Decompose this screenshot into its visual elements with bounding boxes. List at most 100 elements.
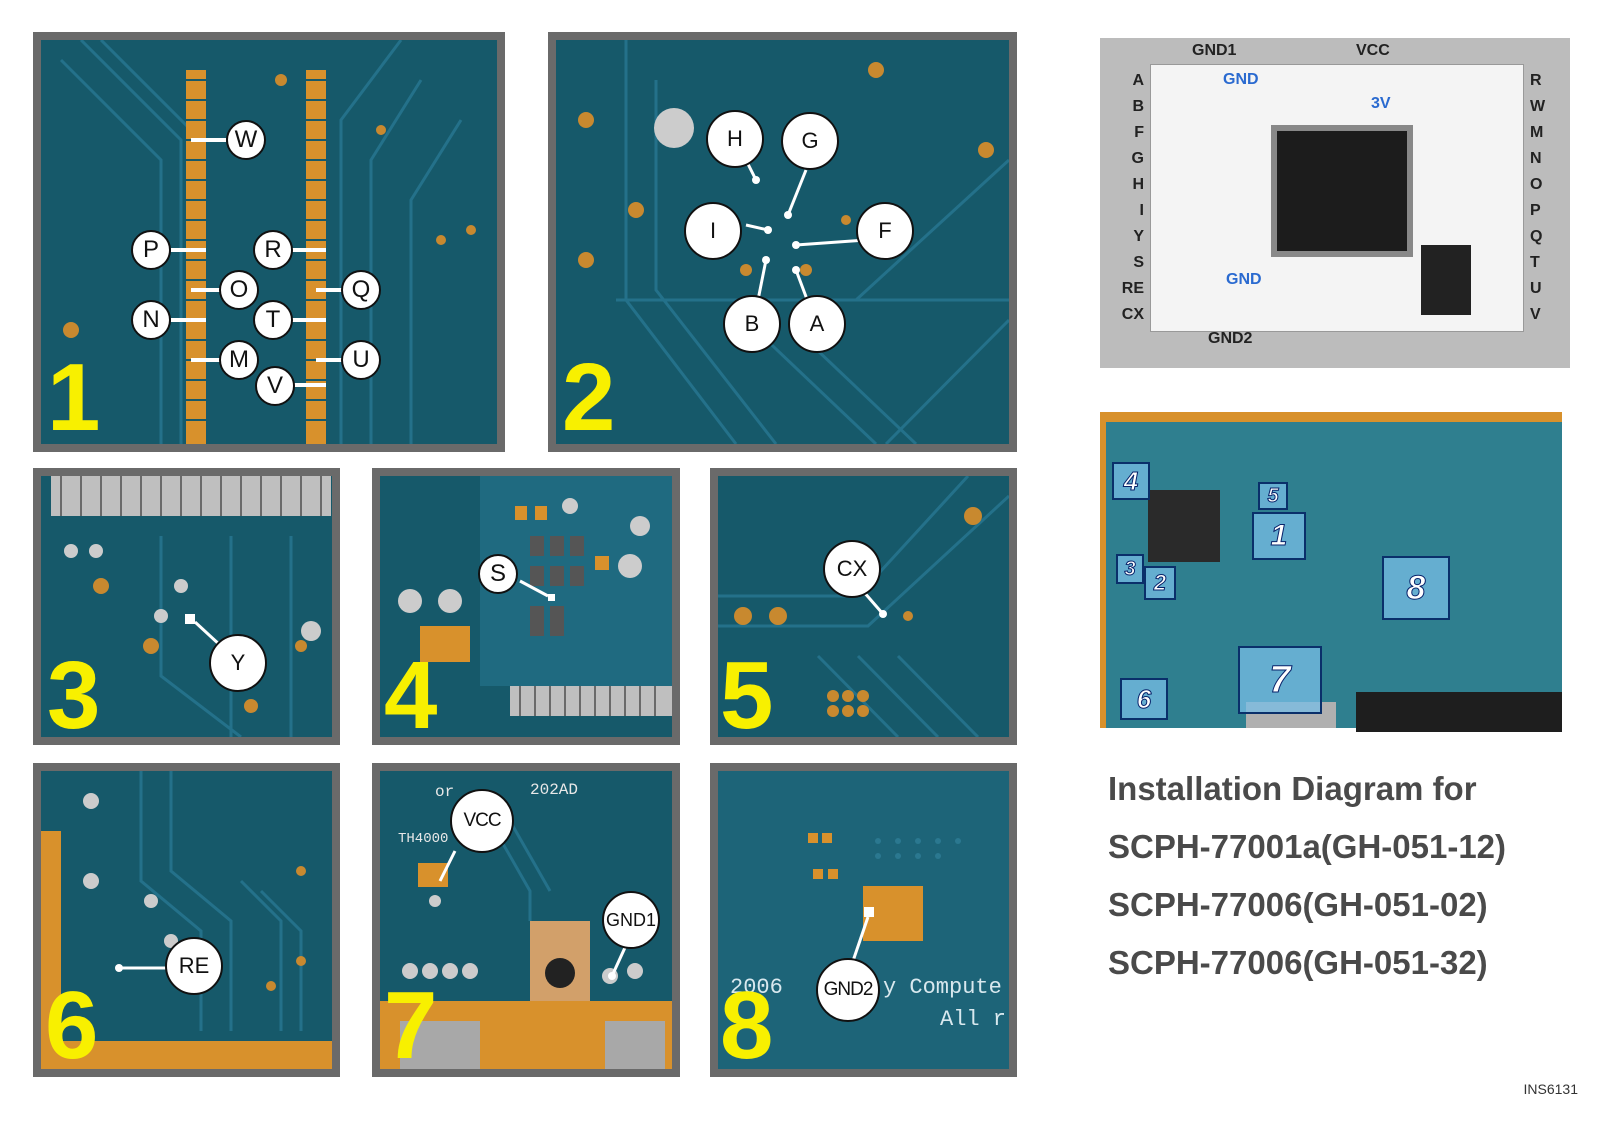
module-left-pins: A B F G H I Y S RE CX bbox=[1118, 68, 1144, 328]
point-label-b: B bbox=[723, 295, 781, 353]
pcb-closeup-3: Y bbox=[41, 476, 332, 737]
panel-2: H G I F B A 2 bbox=[548, 32, 1017, 452]
pcb-traces-5 bbox=[718, 476, 1009, 737]
pin-a: A bbox=[1132, 72, 1144, 89]
pcb-traces-3 bbox=[51, 476, 331, 737]
panel-6: RE 6 bbox=[33, 763, 340, 1077]
pin-h: H bbox=[1132, 176, 1144, 193]
title-line-4: SCPH-77006(GH-051-32) bbox=[1108, 944, 1488, 981]
board-mark-2: 2 bbox=[1144, 566, 1176, 600]
main-chip bbox=[1148, 490, 1220, 562]
module-print-gnd: GND bbox=[1223, 71, 1259, 88]
point-label-g: G bbox=[781, 112, 839, 170]
silk-all-r: All r bbox=[940, 1007, 1007, 1032]
pin-i: I bbox=[1139, 202, 1144, 219]
panel-number: 1 bbox=[47, 344, 101, 451]
panel-number: 5 bbox=[720, 642, 774, 749]
pcb-traces-2 bbox=[578, 40, 1009, 444]
pcb-closeup-2: H G I F B A bbox=[556, 40, 1009, 444]
point-label-vcc: VCC bbox=[450, 789, 514, 853]
module-right-pins: R W M N O P Q T U V bbox=[1530, 68, 1556, 328]
board-mark-4: 4 bbox=[1112, 462, 1150, 500]
point-label-gnd1: GND1 bbox=[602, 891, 660, 949]
board-mark-3: 3 bbox=[1116, 554, 1144, 584]
silk-th4000: TH4000 bbox=[398, 831, 449, 847]
panel-number: 6 bbox=[45, 972, 99, 1079]
pcb-traces-6 bbox=[41, 771, 332, 1069]
pin-f: F bbox=[1134, 124, 1144, 141]
motherboard-overview: 4 5 1 3 2 8 6 7 bbox=[1100, 412, 1562, 732]
pcb-traces-7 bbox=[380, 820, 672, 1069]
pin-re: RE bbox=[1121, 280, 1144, 297]
pin-g: G bbox=[1131, 150, 1144, 167]
pin-s: S bbox=[1133, 254, 1144, 271]
point-label-w: W bbox=[226, 120, 266, 160]
point-label-v: V bbox=[255, 366, 295, 406]
pin-b: B bbox=[1132, 98, 1144, 115]
pcb-closeup-5: CX bbox=[718, 476, 1009, 737]
pin-v: V bbox=[1530, 306, 1541, 323]
panel-5: CX 5 bbox=[710, 468, 1017, 745]
pin-w: W bbox=[1530, 98, 1546, 115]
silk-2006: 2006 bbox=[730, 975, 783, 1000]
module-board: GND 3V GND bbox=[1150, 64, 1524, 332]
pin-y: Y bbox=[1133, 228, 1144, 245]
pin-u: U bbox=[1530, 280, 1542, 297]
point-label-u: U bbox=[341, 340, 381, 380]
pin-m: M bbox=[1530, 124, 1544, 141]
pin-r: R bbox=[1530, 72, 1542, 89]
point-label-p: P bbox=[131, 230, 171, 270]
pcb-closeup-7: or TH4000 202AD VCC GND1 bbox=[380, 771, 672, 1069]
panel-number: 7 bbox=[384, 972, 438, 1079]
point-label-a: A bbox=[788, 295, 846, 353]
panel-3: Y 3 bbox=[33, 468, 340, 745]
point-label-y: Y bbox=[209, 634, 267, 692]
point-label-h: H bbox=[706, 110, 764, 168]
panel-number: 8 bbox=[720, 972, 774, 1079]
module-print-3v: 3V bbox=[1371, 95, 1391, 112]
pcb-closeup-4: S bbox=[380, 476, 672, 737]
module-chip bbox=[1271, 125, 1413, 257]
board-mark-1: 1 bbox=[1252, 512, 1306, 560]
title-line-2: SCPH-77001a(GH-051-12) bbox=[1108, 828, 1507, 865]
silk-or: or bbox=[435, 783, 455, 801]
module-label-gnd2: GND2 bbox=[1208, 330, 1253, 347]
title-line-1: Installation Diagram for bbox=[1108, 770, 1477, 807]
panel-number: 3 bbox=[47, 642, 101, 749]
pcb-traces-8 bbox=[808, 833, 961, 962]
pin-o: O bbox=[1530, 176, 1543, 193]
silk-202ad: 202AD bbox=[530, 781, 579, 799]
silk-compute: y Compute bbox=[883, 975, 1002, 1000]
pin-q: Q bbox=[1530, 228, 1543, 245]
module-print-gnd-lower: GND bbox=[1226, 271, 1262, 288]
point-label-q: Q bbox=[341, 270, 381, 310]
document-code: INS6131 bbox=[1523, 1081, 1578, 1097]
point-label-f: F bbox=[856, 202, 914, 260]
point-label-t: T bbox=[253, 300, 293, 340]
controller-ports bbox=[1356, 692, 1562, 732]
point-label-o: O bbox=[219, 270, 259, 310]
pcb-closeup-8: 2006 y Compute All r GND2 bbox=[718, 771, 1009, 1069]
board-mark-5: 5 bbox=[1258, 482, 1288, 510]
point-label-m: M bbox=[219, 340, 259, 380]
point-label-i: I bbox=[684, 202, 742, 260]
panel-4: S 4 bbox=[372, 468, 680, 745]
panel-number: 4 bbox=[384, 642, 438, 749]
point-label-cx: CX bbox=[823, 540, 881, 598]
board-mark-8: 8 bbox=[1382, 556, 1450, 620]
module-label-vcc: VCC bbox=[1356, 42, 1390, 59]
board-mark-6: 6 bbox=[1120, 678, 1168, 720]
panel-number: 2 bbox=[562, 344, 616, 451]
pin-p: P bbox=[1530, 202, 1541, 219]
modchip-module-panel: GND 3V GND GND1 VCC GND2 A B F G H I Y S… bbox=[1100, 38, 1570, 368]
pcb-closeup-1: W P R O Q N T M U V bbox=[41, 40, 497, 444]
title-line-3: SCPH-77006(GH-051-02) bbox=[1108, 886, 1488, 923]
board-mark-7: 7 bbox=[1238, 646, 1322, 714]
module-label-gnd1: GND1 bbox=[1192, 42, 1237, 59]
point-label-s: S bbox=[478, 554, 518, 594]
pcb-traces-4 bbox=[398, 476, 672, 716]
panel-7: or TH4000 202AD VCC GND1 7 bbox=[372, 763, 680, 1077]
pin-cx: CX bbox=[1121, 306, 1144, 323]
point-label-r: R bbox=[253, 230, 293, 270]
pin-t: T bbox=[1530, 254, 1540, 271]
